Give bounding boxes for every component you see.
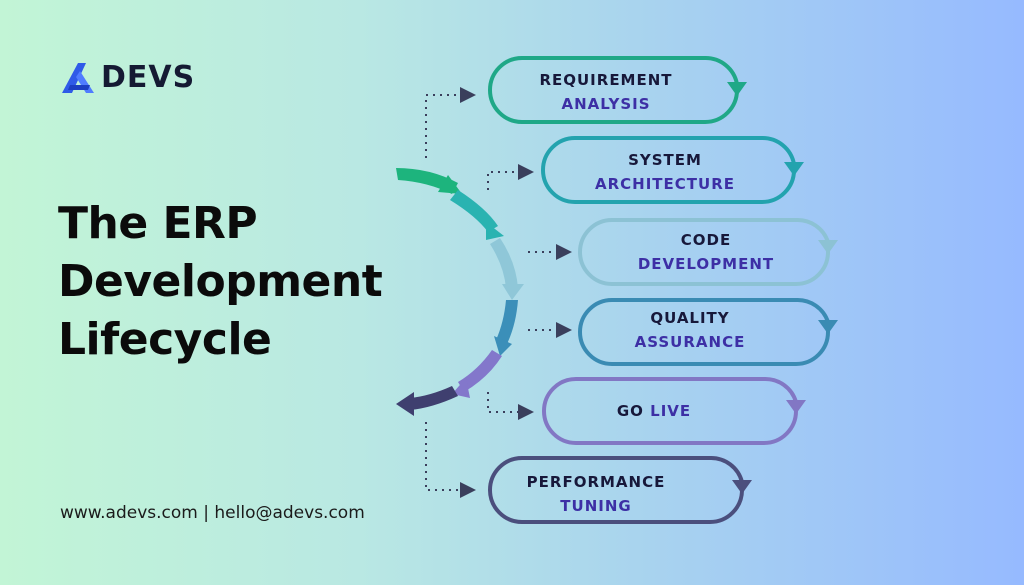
central-arc — [396, 168, 524, 416]
step-system-architecture: SYSTEM ARCHITECTURE — [560, 148, 770, 196]
step-label-line2: ANALYSIS — [561, 95, 651, 113]
logo-a-icon — [62, 63, 94, 93]
step-requirement-analysis: REQUIREMENT ANALYSIS — [506, 68, 706, 116]
step-label-line1: QUALITY — [650, 309, 730, 327]
pill-arrow-quality-icon — [818, 320, 838, 334]
arc-arrowhead-5 — [452, 378, 470, 398]
pill-system — [541, 135, 796, 204]
title-line-2: Development — [58, 256, 383, 307]
step-label-line1: REQUIREMENT — [539, 71, 673, 89]
step-label-line2: ASSURANCE — [634, 333, 746, 351]
step-label-line1: SYSTEM — [628, 151, 702, 169]
step-quality-assurance: QUALITY ASSURANCE — [590, 306, 790, 354]
connector-requirement — [425, 87, 476, 158]
pill-arrow-system-icon — [784, 162, 804, 176]
step-label-line2: DEVELOPMENT — [637, 255, 775, 273]
logo-wordmark: DEVS — [101, 59, 196, 95]
arc-arrowhead-2 — [486, 222, 504, 240]
title-line-1: The ERP — [58, 198, 258, 249]
step-performance-tuning: PERFORMANCE TUNING — [496, 470, 696, 518]
arc-arrowhead-6 — [396, 392, 414, 416]
pill-golive — [542, 376, 798, 445]
step-code-development: CODE DEVELOPMENT — [606, 228, 806, 276]
step-label-line1: CODE — [680, 231, 732, 249]
connector-golive — [487, 392, 534, 420]
arc-segment-6 — [410, 386, 458, 410]
page-title: The ERP Development Lifecycle — [58, 195, 383, 369]
arc-segment-5 — [458, 350, 502, 392]
pill-quality — [578, 297, 830, 366]
step-label-line1: PERFORMANCE — [526, 473, 666, 491]
dotted-connectors — [425, 87, 572, 498]
pill-requirement — [488, 55, 739, 124]
arc-arrowhead-4 — [494, 336, 512, 356]
arc-segment-3 — [490, 238, 518, 288]
arc-segment-2 — [450, 190, 498, 232]
pill-arrow-performance-icon — [732, 480, 752, 494]
step-go-live: GO LIVE — [564, 399, 744, 423]
pill-performance — [488, 455, 744, 524]
arc-arrowhead-3 — [502, 284, 524, 300]
connector-performance — [425, 422, 476, 498]
pill-arrow-golive-icon — [786, 400, 806, 414]
step-label-line2: LIVE — [650, 402, 692, 420]
arc-segment-4 — [496, 300, 518, 346]
step-label-line2: ARCHITECTURE — [595, 175, 735, 193]
title-line-3: Lifecycle — [58, 314, 272, 365]
connector-system — [487, 164, 534, 190]
contact-info: www.adevs.com | hello@adevs.com — [60, 503, 365, 523]
step-label-line1: GO — [616, 402, 644, 420]
arc-arrowhead-1 — [438, 175, 462, 194]
step-label-line2: TUNING — [560, 497, 632, 515]
pill-arrow-requirement-icon — [727, 82, 747, 96]
pill-code — [578, 217, 830, 286]
pill-arrow-code-icon — [818, 240, 838, 254]
adevs-logo: DEVS — [60, 55, 195, 99]
